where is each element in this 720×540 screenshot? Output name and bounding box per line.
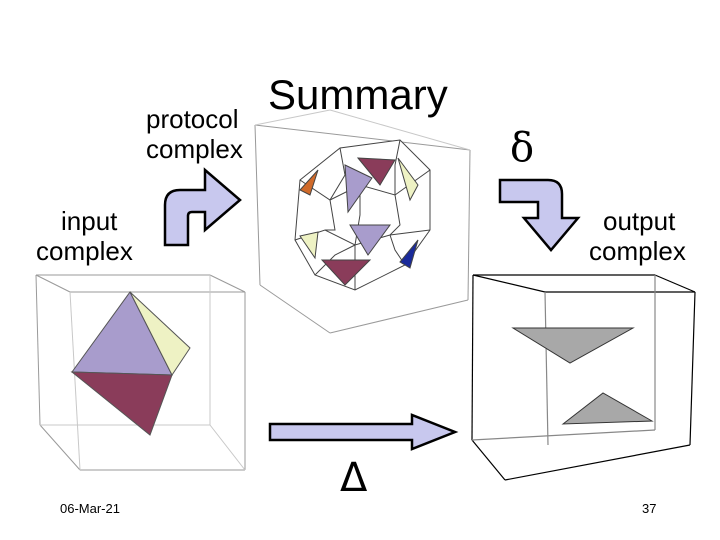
protocol-label-line-2: complex bbox=[146, 134, 243, 164]
arrow-delta bbox=[268, 413, 459, 451]
slide-title: Summary bbox=[268, 71, 448, 118]
slide-date: 06-Mar-21 bbox=[60, 501, 120, 516]
delta-small-symbol: δ bbox=[510, 125, 535, 171]
protocol-complex-cube bbox=[254, 109, 471, 334]
output-label-line-1: output bbox=[603, 206, 676, 236]
delta-big-symbol: Δ bbox=[340, 455, 368, 501]
protocol-polyhedron bbox=[294, 139, 431, 291]
arrow-input-to-protocol bbox=[163, 167, 242, 247]
input-complex-label: input complex bbox=[36, 206, 133, 266]
protocol-label-line-1: protocol bbox=[146, 104, 239, 134]
slide-page-number: 37 bbox=[642, 501, 657, 516]
output-triangles bbox=[511, 327, 654, 425]
input-label-line-1: input bbox=[61, 206, 118, 236]
protocol-complex-label: protocol complex bbox=[146, 104, 243, 164]
output-complex-label: output complex bbox=[589, 206, 686, 266]
input-complex-cube bbox=[35, 274, 246, 471]
input-label-line-2: complex bbox=[36, 236, 133, 266]
output-complex-cube bbox=[471, 274, 696, 481]
input-octahedron bbox=[70, 291, 191, 436]
arrow-protocol-to-output bbox=[498, 178, 581, 252]
output-label-line-2: complex bbox=[589, 236, 686, 266]
